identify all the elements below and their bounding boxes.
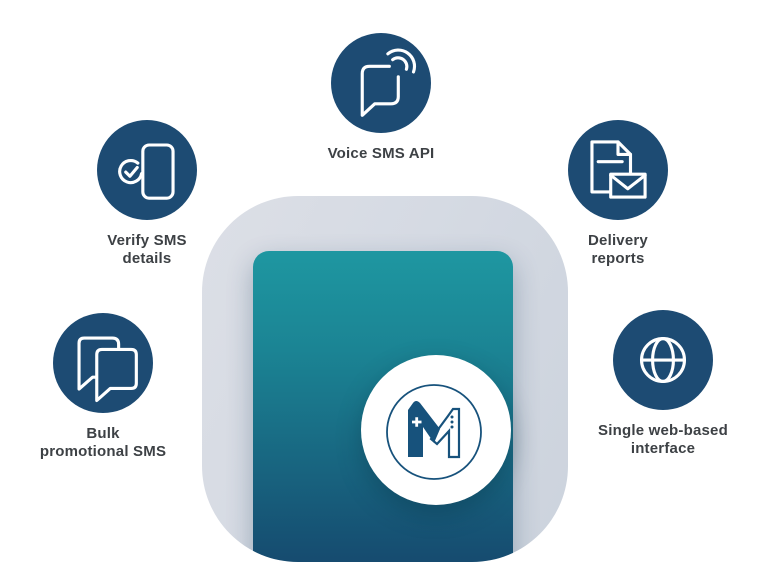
verify-sms-icon-circle xyxy=(97,120,197,220)
background-blob xyxy=(202,196,568,562)
label-line: Bulk xyxy=(86,425,120,442)
brand-logo-circle xyxy=(361,355,511,505)
document-envelope-icon xyxy=(590,140,647,199)
gradient-brand-card xyxy=(253,251,513,562)
label-line: promotional SMS xyxy=(39,442,167,460)
chat-bubbles-icon xyxy=(77,336,138,403)
label-line: interface xyxy=(630,439,696,457)
feature-verify-sms-details: Verify SMS details xyxy=(62,120,232,267)
feature-single-web-interface: Single web-based interface xyxy=(578,310,748,457)
feature-label-verify: Verify SMS details xyxy=(62,232,232,267)
m-monogram-logo xyxy=(386,384,482,480)
phone-check-icon xyxy=(118,143,175,200)
label-line: Single web-based xyxy=(598,422,728,439)
voice-sms-speech-bubble-icon xyxy=(360,48,417,117)
label-line: Voice SMS API xyxy=(327,145,435,162)
label-line: Delivery xyxy=(588,232,648,249)
label-line: Verify SMS xyxy=(107,232,187,249)
label-line: details xyxy=(122,249,172,267)
feature-label-delivery: Delivery reports xyxy=(533,232,703,267)
label-line: reports xyxy=(591,249,645,267)
voice-sms-icon-circle xyxy=(331,33,431,133)
feature-delivery-reports: Delivery reports xyxy=(533,120,703,267)
globe-icon xyxy=(639,336,687,384)
web-interface-icon-circle xyxy=(613,310,713,410)
feature-label-bulk: Bulk promotional SMS xyxy=(18,425,188,460)
logo-ring xyxy=(386,384,482,480)
feature-label-voice: Voice SMS API xyxy=(296,145,466,163)
bulk-sms-icon-circle xyxy=(53,313,153,413)
delivery-reports-icon-circle xyxy=(568,120,668,220)
feature-label-web: Single web-based interface xyxy=(578,422,748,457)
feature-bulk-promotional-sms: Bulk promotional SMS xyxy=(18,313,188,460)
feature-voice-sms-api: Voice SMS API xyxy=(296,33,466,163)
